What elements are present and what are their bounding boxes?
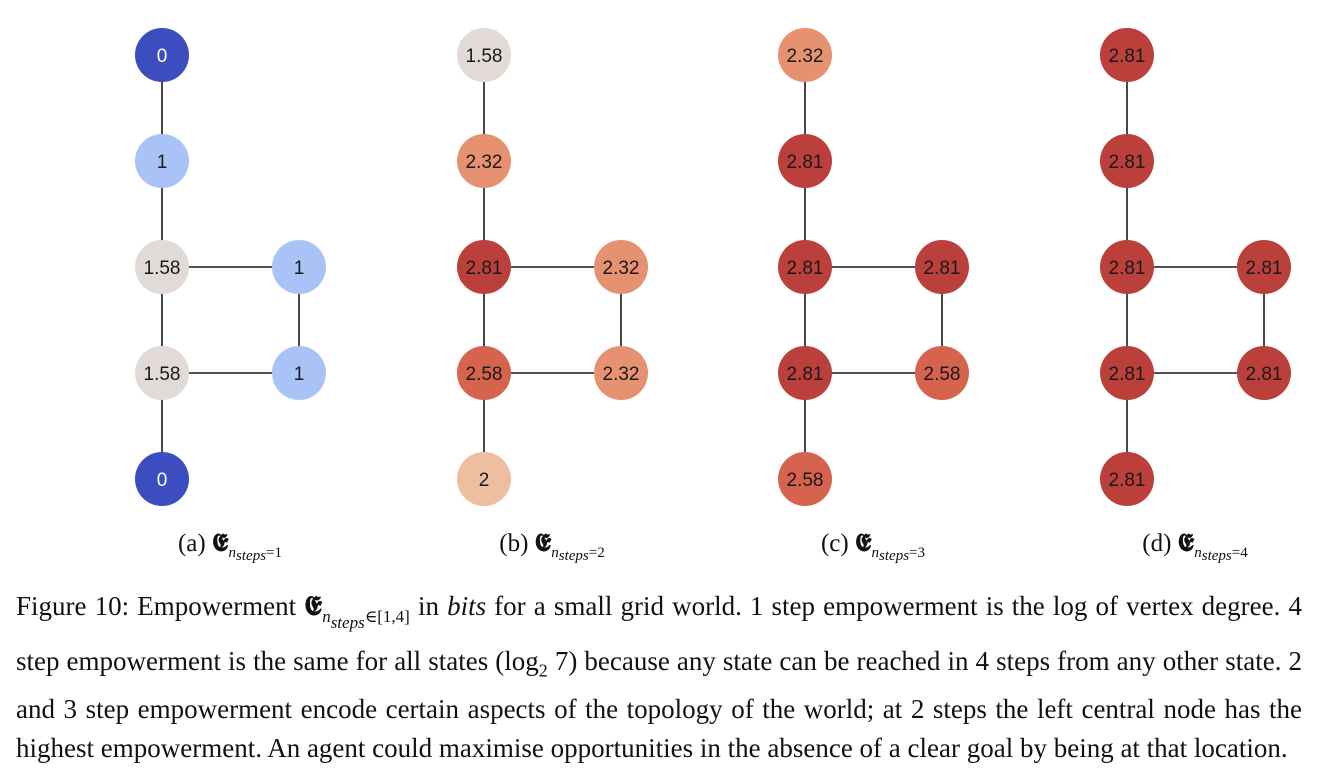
caption-sub-range: ∈[1,4] xyxy=(364,607,410,626)
caption-sub-steps: steps xyxy=(330,613,365,632)
graph-node xyxy=(457,240,511,294)
subscript-steps: steps xyxy=(879,548,909,564)
node-value-label: 2.32 xyxy=(787,46,824,67)
graph-node xyxy=(135,28,189,82)
node-value-label: 2.81 xyxy=(1109,364,1146,385)
subfigure-caption: (a) 𝕰nsteps=1 xyxy=(178,528,282,564)
caption-bits: bits xyxy=(447,591,487,621)
node-value-label: 2.81 xyxy=(787,364,824,385)
graph-node xyxy=(1100,240,1154,294)
panel-a: 0 1 1.58 1 1.58 1 0 (a) 𝕰nsteps=1 xyxy=(135,28,326,564)
node-value-label: 0 xyxy=(157,470,168,491)
graph-node xyxy=(135,134,189,188)
subscript-steps: steps xyxy=(236,548,266,564)
graph-node xyxy=(778,134,832,188)
subscript-n: n xyxy=(551,545,559,561)
subscript-steps: steps xyxy=(1202,548,1232,564)
node-value-label: 2.81 xyxy=(466,258,503,279)
node-value-label: 2.81 xyxy=(1109,258,1146,279)
panel-b: 1.58 2.32 2.81 2.32 2.58 2.32 2 (b) 𝕰nsteps=2 xyxy=(457,28,648,564)
caption-after-bits: for a small grid world. 1 step empowerme… xyxy=(16,591,1302,676)
subscript-value: =2 xyxy=(589,545,605,561)
graph-node xyxy=(135,452,189,506)
node-value-label: 2.81 xyxy=(1109,46,1146,67)
graph-node xyxy=(1100,28,1154,82)
figure-caption: Figure 10: Empowerment 𝕰nsteps∈[1,4] in … xyxy=(16,587,1302,768)
subfigure-caption: (b) 𝕰nsteps=2 xyxy=(499,528,604,564)
caption-mid: in xyxy=(409,591,448,621)
subfigure-caption: (d) 𝕰nsteps=4 xyxy=(1142,528,1248,564)
caption-lead: Figure 10: Empowerment xyxy=(16,591,305,621)
panel-d: 2.81 2.81 2.81 2.81 2.81 2.81 2.81 (d) 𝕰nsteps=… xyxy=(1100,28,1291,564)
subscript-value: =4 xyxy=(1232,545,1248,561)
node-value-label: 1 xyxy=(157,152,168,173)
node-value-label: 2.81 xyxy=(1109,152,1146,173)
subscript-value: =3 xyxy=(909,545,925,561)
subfigure-prefix: (b) xyxy=(499,530,534,557)
panel-c: 2.32 2.81 2.81 2.81 2.81 2.58 2.58 (c) 𝕰nsteps=… xyxy=(778,28,969,564)
node-value-label: 2.81 xyxy=(924,258,961,279)
subfigure-prefix: (a) xyxy=(178,530,212,557)
graph-node xyxy=(915,346,969,400)
graph-node xyxy=(457,28,511,82)
node-value-label: 1 xyxy=(294,258,305,279)
subscript-value: =1 xyxy=(266,545,282,561)
node-value-label: 2.58 xyxy=(466,364,503,385)
caption-sub-n: n xyxy=(322,607,331,626)
graph-node xyxy=(778,452,832,506)
node-value-label: 2.81 xyxy=(787,258,824,279)
graph-node xyxy=(135,346,189,400)
graph-node xyxy=(1100,346,1154,400)
graph-node xyxy=(272,346,326,400)
graph-node xyxy=(778,346,832,400)
graph-node xyxy=(272,240,326,294)
node-value-label: 1.58 xyxy=(144,258,181,279)
node-value-label: 2 xyxy=(479,470,490,491)
node-value-label: 2.81 xyxy=(1246,258,1283,279)
graph-node xyxy=(915,240,969,294)
node-value-label: 1.58 xyxy=(466,46,503,67)
node-value-label: 2.81 xyxy=(1109,470,1146,491)
node-value-label: 2.32 xyxy=(603,258,640,279)
graph-node xyxy=(1100,134,1154,188)
graph-node xyxy=(1237,240,1291,294)
subscript-n: n xyxy=(872,545,880,561)
node-value-label: 2.81 xyxy=(1246,364,1283,385)
caption-rest: 7) because any state can be reached in 4… xyxy=(16,646,1303,764)
graph-node xyxy=(457,346,511,400)
graph-node xyxy=(135,240,189,294)
node-value-label: 1 xyxy=(294,364,305,385)
caption-log-base: 2 xyxy=(538,660,548,681)
graph-node xyxy=(1237,346,1291,400)
empowerment-symbol: 𝕰 xyxy=(1178,528,1195,557)
node-value-label: 2.81 xyxy=(787,152,824,173)
graph-node xyxy=(778,28,832,82)
empowerment-symbol: 𝕰 xyxy=(212,528,229,557)
graph-node xyxy=(457,452,511,506)
node-value-label: 2.58 xyxy=(924,364,961,385)
node-value-label: 2.58 xyxy=(787,470,824,491)
graph-node xyxy=(1100,452,1154,506)
subfigure-caption: (c) 𝕰nsteps=3 xyxy=(821,528,925,564)
subfigure-prefix: (d) xyxy=(1142,530,1177,557)
subscript-n: n xyxy=(229,545,237,561)
subscript-steps: steps xyxy=(559,548,589,564)
empowerment-symbol: 𝕰 xyxy=(535,528,552,557)
empowerment-symbol: 𝕰 xyxy=(855,528,872,557)
subscript-n: n xyxy=(1194,545,1202,561)
node-value-label: 2.32 xyxy=(603,364,640,385)
graph-node xyxy=(457,134,511,188)
node-value-label: 0 xyxy=(157,46,168,67)
graph-node xyxy=(594,240,648,294)
graph-node xyxy=(778,240,832,294)
graph-node xyxy=(594,346,648,400)
subfigure-prefix: (c) xyxy=(821,530,855,557)
node-value-label: 1.58 xyxy=(144,364,181,385)
caption-empowerment-symbol: 𝕰 xyxy=(304,591,323,622)
node-value-label: 2.32 xyxy=(466,152,503,173)
